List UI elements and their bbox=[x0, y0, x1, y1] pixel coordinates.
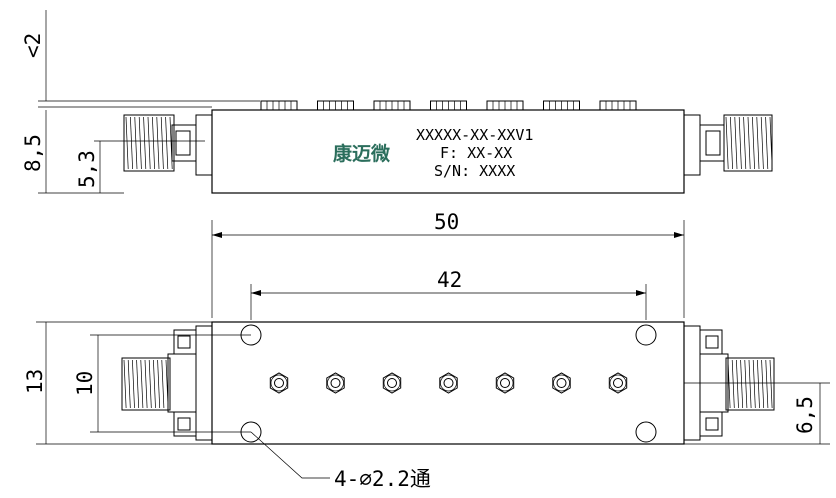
tuning-screws-top bbox=[269, 372, 628, 394]
tuning-screw bbox=[495, 372, 515, 394]
tuning-screw-side bbox=[317, 100, 354, 111]
dim-top-gap: <2 bbox=[21, 33, 45, 58]
tuning-screw bbox=[439, 372, 458, 394]
tuning-screw-side bbox=[373, 100, 411, 111]
tuning-screw-side bbox=[543, 100, 580, 111]
tuning-screw-side bbox=[260, 100, 298, 111]
tuning-screw-side bbox=[599, 100, 637, 111]
right-connector-side bbox=[683, 114, 773, 176]
dim-height-side: 8,5 bbox=[21, 134, 45, 172]
dim-connector-height: 5,3 bbox=[75, 150, 99, 188]
tuning-screw-side bbox=[430, 100, 467, 111]
frequency-label: F: XX-XX bbox=[440, 144, 512, 162]
top-view: 50 42 bbox=[23, 210, 830, 491]
serial-label: S/N: XXXX bbox=[434, 162, 515, 180]
tuning-screw bbox=[608, 372, 628, 394]
tuning-screw bbox=[269, 372, 289, 394]
dim-hole-spacing: 42 bbox=[437, 268, 462, 292]
dim-hole-pitch: 10 bbox=[73, 371, 97, 396]
housing-top bbox=[211, 321, 685, 445]
hole-callout: 4-∅2.2通 bbox=[334, 467, 431, 491]
mounting-hole bbox=[635, 421, 657, 443]
mounting-hole bbox=[635, 324, 657, 346]
left-connector-top bbox=[121, 325, 213, 441]
tuning-screw-side bbox=[486, 100, 524, 111]
left-connector-side bbox=[123, 114, 213, 176]
model-label: XXXXX-XX-XXV1 bbox=[416, 126, 533, 144]
tuning-screws-side bbox=[260, 100, 637, 111]
tuning-screw bbox=[382, 372, 402, 394]
brand-logo: 康迈微 bbox=[333, 142, 391, 165]
tuning-screw bbox=[326, 372, 345, 394]
tuning-screw bbox=[552, 372, 571, 394]
dim-width: 13 bbox=[23, 369, 47, 394]
dim-length: 50 bbox=[434, 210, 459, 234]
side-view: <2 8,5 5,3 康迈微 XXXXX-XX-XXV1 F: XX-XX S/… bbox=[21, 10, 773, 194]
dim-connector-offset: 6,5 bbox=[793, 396, 817, 434]
